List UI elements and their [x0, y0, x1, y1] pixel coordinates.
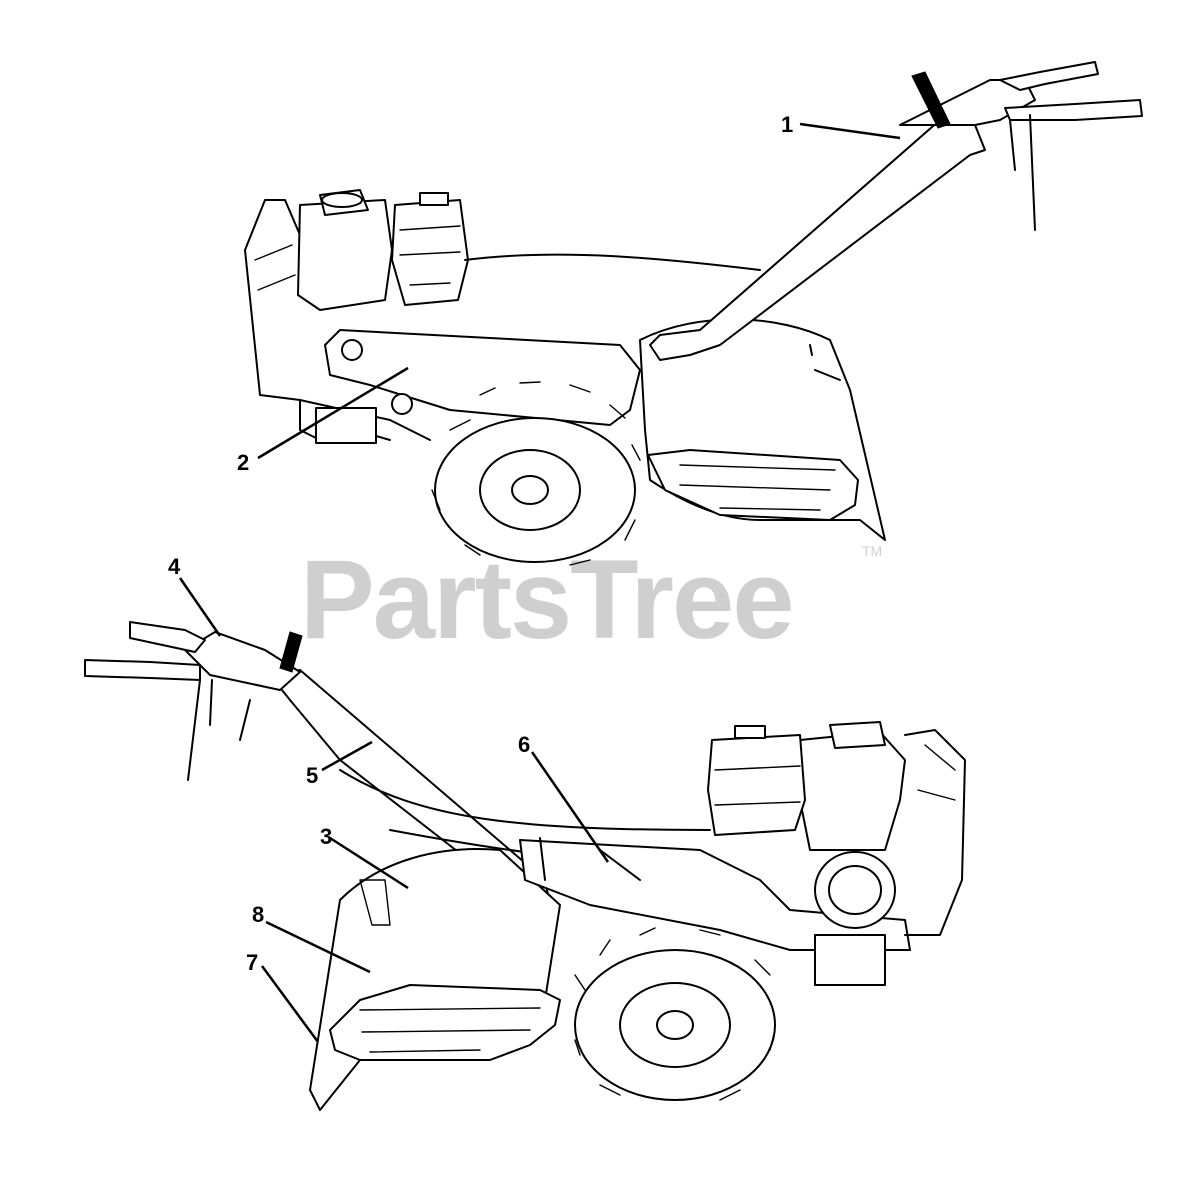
throttle-cable [464, 253, 761, 271]
side-shield-bottom [329, 984, 561, 1061]
shift-lever-top [911, 71, 951, 129]
callouts: 1 2 3 4 5 6 7 8 [168, 112, 793, 975]
leader-3 [329, 836, 409, 890]
callout-3: 3 [320, 824, 332, 849]
leader-2 [257, 366, 409, 460]
handlebar-top [649, 119, 986, 361]
leader-6 [530, 751, 610, 863]
front-bumper-bottom [904, 729, 966, 936]
callout-4: 4 [168, 554, 181, 579]
grip-bottom-1 [129, 621, 206, 653]
grip-bottom-2 [84, 659, 201, 681]
tine-hood-bottom [309, 848, 561, 1111]
grip-top-1 [999, 61, 1099, 91]
tiller-top-illustration [244, 61, 1143, 566]
watermark-trademark: TM [862, 543, 882, 559]
callout-1: 1 [781, 112, 793, 137]
callout-7: 7 [246, 950, 258, 975]
side-shield [647, 449, 859, 521]
callout-8: 8 [252, 902, 264, 927]
fuel-tank-bottom [707, 734, 806, 836]
leader-lines [178, 122, 901, 1043]
frame-bottom [519, 839, 911, 951]
watermark: PartsTree TM [300, 537, 882, 662]
front-bumper [244, 199, 301, 401]
callout-5: 5 [306, 763, 318, 788]
leader-7 [260, 965, 320, 1043]
leader-5 [321, 740, 373, 772]
engine-bottom [799, 731, 906, 851]
leader-1 [799, 122, 901, 140]
leader-8 [265, 920, 371, 974]
shift-lever-bottom [279, 631, 303, 673]
leader-4 [178, 577, 222, 637]
tiller-bottom-illustration [84, 621, 966, 1111]
callout-2: 2 [237, 450, 249, 475]
engine-block [297, 199, 393, 311]
chain-case [324, 329, 641, 426]
callout-6: 6 [518, 732, 530, 757]
